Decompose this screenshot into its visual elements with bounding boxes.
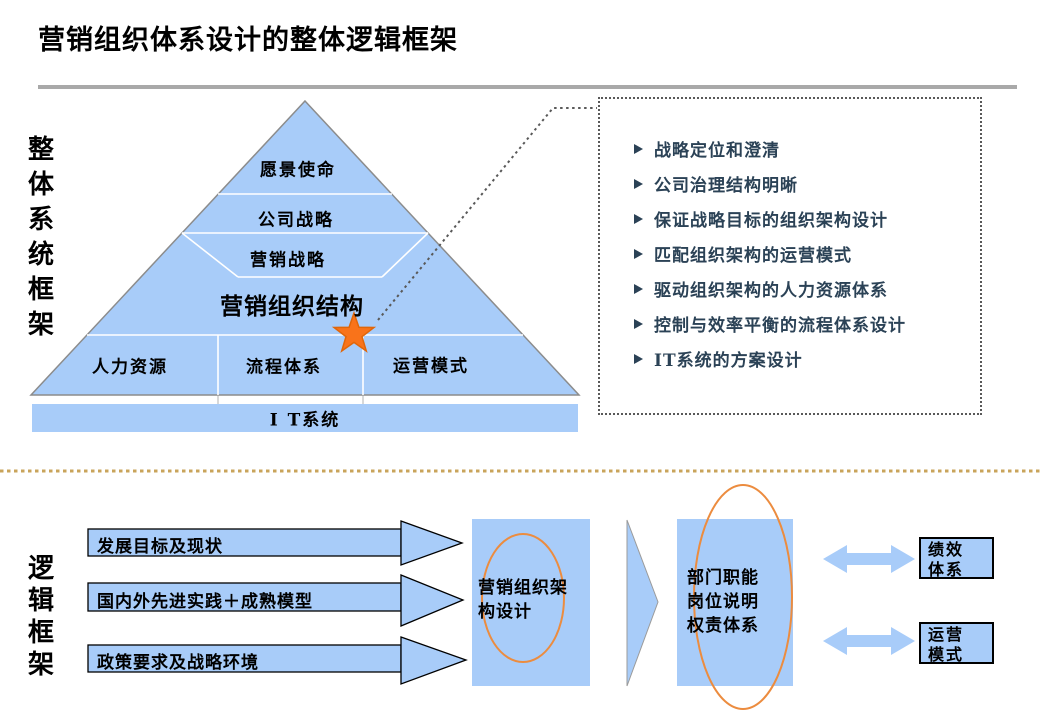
- input-arrow-label-2: 国内外先进实践＋成熟模型: [97, 592, 313, 612]
- callout-item: 匹配组织架构的运营模式: [634, 236, 970, 271]
- callout-item: 保证战略目标的组织架构设计: [634, 201, 970, 236]
- stage2-box: [677, 519, 793, 686]
- callout-item-text: IT系统的方案设计: [654, 351, 803, 371]
- bullet-arrow-icon: [634, 178, 643, 189]
- pyramid-layer-company-strategy: 公司战略: [258, 210, 334, 231]
- callout-item-text: 保证战略目标的组织架构设计: [654, 211, 888, 231]
- callout-item-text: 战略定位和澄清: [654, 141, 780, 161]
- output1-line1: 绩效: [928, 540, 965, 559]
- stage2-label: 部门职能 岗位说明 权责体系: [687, 566, 759, 638]
- input-arrow-2: [87, 574, 465, 627]
- connector-dotted-line: [377, 107, 597, 321]
- callout-item: 战略定位和澄清: [634, 131, 970, 166]
- stage1-label-line1: 营销组织架: [478, 578, 568, 598]
- callout-item: 公司治理结构明晰: [634, 166, 970, 201]
- stage2-label-line2: 岗位说明: [687, 592, 759, 612]
- it-bar-shape: [32, 404, 578, 432]
- stage1-label: 营销组织架 构设计: [478, 576, 568, 624]
- input-arrow-label-1: 发展目标及现状: [97, 537, 223, 557]
- stage1-box: [472, 519, 590, 686]
- stage1-label-line2: 构设计: [478, 602, 532, 622]
- callout-item-text: 公司治理结构明晰: [654, 176, 798, 196]
- pyramid-base-ticks: [217, 396, 364, 404]
- pyramid-cell-process: 流程体系: [246, 357, 322, 378]
- output-box-2: [919, 622, 994, 664]
- pyramid-shape: [29, 99, 581, 396]
- input-arrow-3: [87, 636, 468, 685]
- top-side-label: 整体系统框架: [27, 135, 54, 340]
- output2-line2: 模式: [928, 645, 965, 664]
- double-arrow-1: [823, 545, 915, 573]
- pyramid-cell-operating: 运营模式: [393, 356, 469, 377]
- callout-item: 控制与效率平衡的流程体系设计: [634, 306, 970, 341]
- callout-item-text: 匹配组织架构的运营模式: [654, 246, 852, 266]
- output-box-1: [919, 537, 994, 579]
- pyramid-layer-vision: 愿景使命: [260, 160, 336, 181]
- input-arrow-label-3: 政策要求及战略环境: [97, 653, 259, 673]
- double-arrow-2: [823, 627, 915, 655]
- callout-item: 驱动组织架构的人力资源体系: [634, 271, 970, 306]
- bullet-arrow-icon: [634, 283, 643, 294]
- bullet-arrow-icon: [634, 248, 643, 259]
- chevron-arrow: [626, 519, 659, 687]
- stage2-label-line1: 部门职能: [687, 568, 759, 588]
- stage1-ellipse: [481, 533, 565, 663]
- bullet-arrow-icon: [634, 353, 643, 364]
- output1-line2: 体系: [928, 560, 965, 579]
- pyramid-cell-hr: 人力资源: [92, 357, 168, 378]
- stage2-ellipse: [693, 484, 793, 710]
- output-box-label-2: 运营 模式: [928, 625, 964, 665]
- input-arrow-1: [87, 520, 464, 566]
- pyramid-core-label: 营销组织结构: [220, 293, 364, 320]
- pyramid-layer-marketing-strategy: 营销战略: [250, 250, 326, 271]
- callout-box: 战略定位和澄清 公司治理结构明晰 保证战略目标的组织架构设计 匹配组织架构的运营…: [598, 97, 982, 415]
- bullet-arrow-icon: [634, 213, 643, 224]
- output-box-label-1: 绩效 体系: [928, 540, 964, 580]
- bullet-arrow-icon: [634, 143, 643, 154]
- callout-item-text: 驱动组织架构的人力资源体系: [654, 281, 888, 301]
- callout-item: IT系统的方案设计: [634, 341, 970, 376]
- it-bar-label: I T系统: [269, 410, 341, 431]
- star-icon: [331, 310, 377, 353]
- title-rule: [38, 85, 1017, 89]
- bullet-arrow-icon: [634, 318, 643, 329]
- page-title: 营销组织体系设计的整体逻辑框架: [38, 25, 458, 55]
- output2-line1: 运营: [928, 625, 965, 644]
- callout-item-text: 控制与效率平衡的流程体系设计: [654, 316, 906, 336]
- bottom-side-label: 逻辑框架: [27, 554, 54, 680]
- stage2-label-line3: 权责体系: [687, 616, 759, 636]
